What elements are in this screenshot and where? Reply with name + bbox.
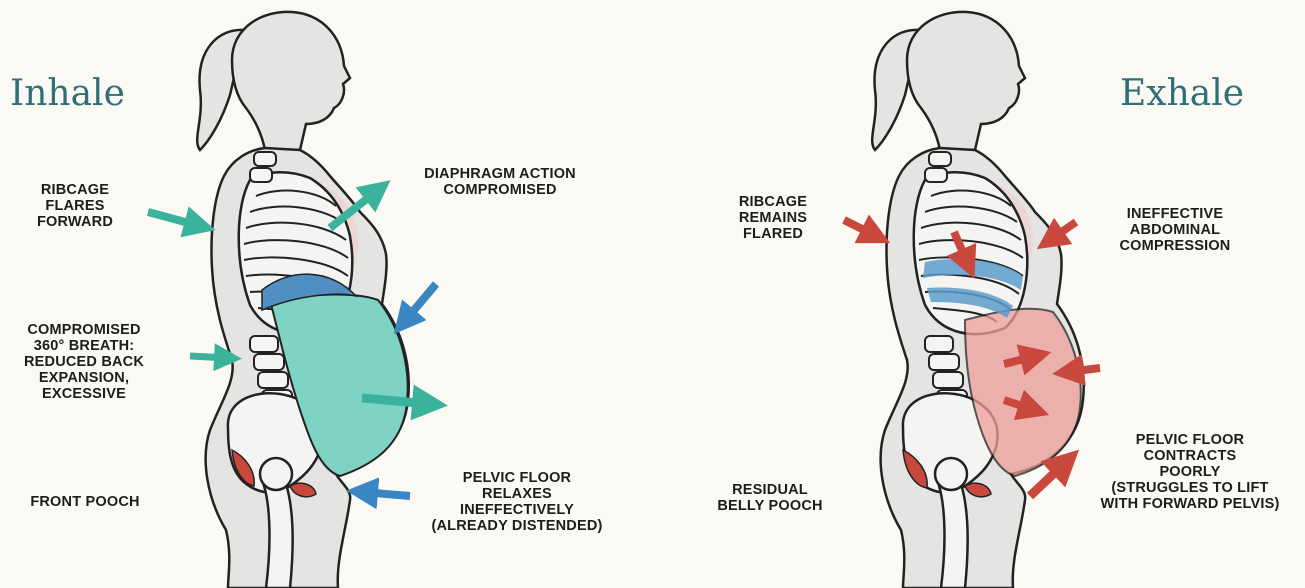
exhale-title: Exhale xyxy=(1120,76,1244,112)
arrow-pelvic-blue xyxy=(362,492,410,496)
label-ineffective-abdominal: INEFFECTIVE ABDOMINAL COMPRESSION xyxy=(1100,206,1250,254)
arrow-ribcage-teal xyxy=(148,212,200,226)
label-residual-pooch: RESIDUAL BELLY POOCH xyxy=(700,482,840,514)
label-pelvic-contracts: PELVIC FLOOR CONTRACTS POORLY (STRUGGLES… xyxy=(1082,432,1298,512)
inhale-figure xyxy=(197,12,409,588)
label-ribcage-flares: RIBCAGE FLARES FORWARD xyxy=(20,182,130,230)
inhale-title: Inhale xyxy=(10,76,125,112)
arrow-blue-upper xyxy=(404,284,436,322)
label-compromised-breath: COMPROMISED 360° BREATH: REDUCED BACK EX… xyxy=(4,322,164,402)
arrow-abdominal-red xyxy=(1050,222,1076,240)
arrow-ribcage-red xyxy=(844,220,876,236)
arrow-belly-red-2 xyxy=(1068,368,1100,372)
arrow-back-teal xyxy=(190,356,228,358)
exhale-figure xyxy=(872,12,1084,588)
label-diaphragm-compromised: DIAPHRAGM ACTION COMPROMISED xyxy=(400,166,600,198)
arrow-belly-teal xyxy=(362,398,430,404)
label-pelvic-relaxes: PELVIC FLOOR RELAXES INEFFECTIVELY (ALRE… xyxy=(412,470,622,534)
label-ribcage-remains: RIBCAGE REMAINS FLARED xyxy=(718,194,828,242)
label-front-pooch: FRONT POOCH xyxy=(10,494,160,510)
